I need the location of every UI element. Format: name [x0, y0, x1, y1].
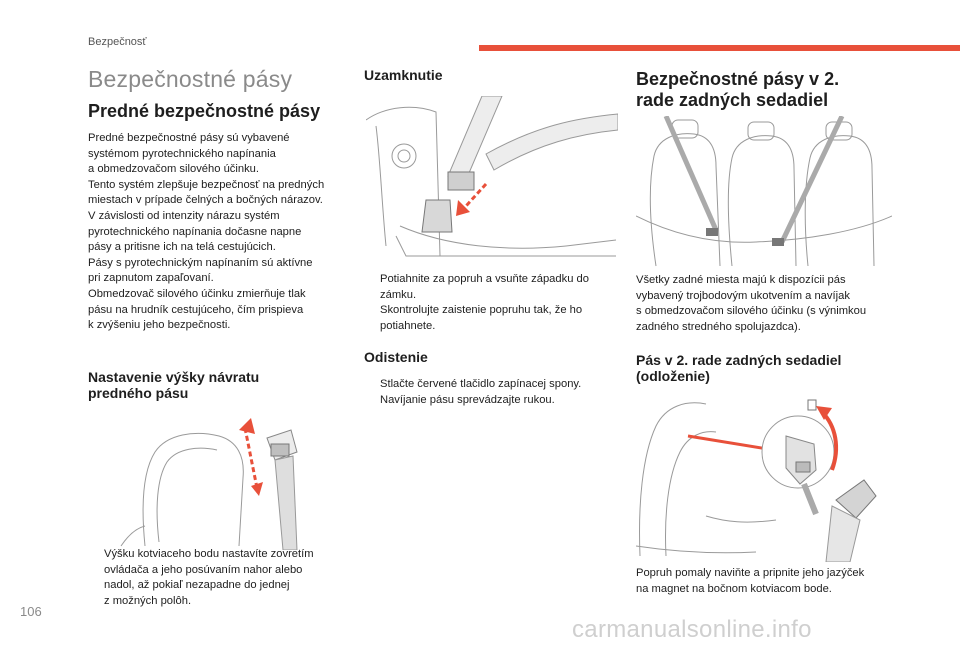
locking-heading: Uzamknutie: [364, 67, 443, 83]
unlocking-bullets: Stlačte červené tlačidlo zapínacej spony…: [364, 377, 614, 408]
bullet-text: Potiahnite za popruh a vsuňte západku do…: [380, 273, 589, 301]
front-belts-paragraph: Predné bezpečnostné pásy sú vybavené sys…: [88, 132, 325, 332]
page-title: Bezpečnostné pásy: [88, 66, 293, 92]
rear-belt-stowing-illustration: [636, 396, 892, 562]
section-label: Bezpečnosť: [88, 36, 147, 48]
bullet-item: Výšku kotviaceho bodu nastavíte zovretím…: [88, 547, 358, 609]
rear-belts-heading: Bezpečnostné pásy v 2. rade zadných seda…: [636, 69, 840, 110]
page-number: 106: [20, 604, 42, 619]
height-adjust-illustration: [115, 416, 315, 550]
front-belts-heading: Predné bezpečnostné pásy: [88, 101, 321, 121]
watermark: carmanualsonline.info: [572, 616, 812, 643]
locking-illustration: [366, 96, 618, 266]
header-accent-bar: [479, 45, 960, 51]
bullet-text: Stlačte červené tlačidlo zapínacej spony…: [380, 378, 582, 390]
locking-bullets: Potiahnite za popruh a vsuňte západku do…: [364, 272, 614, 334]
bullet-text: Skontrolujte zaistenie popruhu tak, že h…: [380, 304, 583, 332]
bullet-text: Navíjanie pásu sprevádzajte rukou.: [380, 393, 555, 406]
rear-belts-paragraph: Všetky zadné miesta majú k dispozícii pá…: [636, 274, 867, 333]
bullet-text: Výšku kotviaceho bodu nastavíte zovretím…: [104, 548, 314, 607]
bullet-item: Skontrolujte zaistenie popruhu tak, že h…: [364, 303, 614, 334]
bullet-item: Potiahnite za popruh a vsuňte západku do…: [364, 272, 614, 303]
height-adjust-bullets: Výšku kotviaceho bodu nastavíte zovretím…: [88, 547, 358, 609]
height-adjust-heading: Nastavenie výšky návratu predného pásu: [88, 369, 260, 401]
rear-belt-stowing-caption: Popruh pomaly naviňte a pripnite jeho ja…: [636, 567, 865, 595]
bullet-item: Stlačte červené tlačidlo zapínacej spony…: [364, 377, 614, 393]
bullet-item: Navíjanie pásu sprevádzajte rukou.: [364, 393, 614, 409]
rear-belt-stowing-heading: Pás v 2. rade zadných sedadiel (odloženi…: [636, 352, 842, 384]
rear-seats-illustration: [636, 116, 892, 272]
unlocking-heading: Odistenie: [364, 349, 428, 365]
